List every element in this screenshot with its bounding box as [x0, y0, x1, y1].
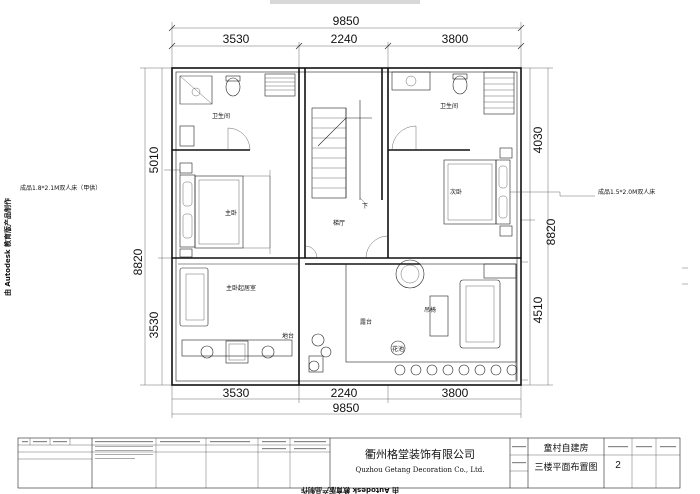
- top-dimension-1: 3530: [223, 32, 250, 46]
- room-label-secondary-bedroom: 次卧: [450, 188, 462, 196]
- master-bed: [179, 162, 271, 258]
- left-bathroom: [179, 73, 296, 151]
- left-dimension-2: 8820: [131, 248, 145, 275]
- side-watermark-bottom: 由 Autodesk 教育版产品制作: [301, 486, 399, 494]
- note-left-bed: 成品1.8*2.1M双人床（甲供）: [20, 184, 101, 192]
- door-arc-lounge: [304, 245, 318, 259]
- top-dimension-2: 2240: [331, 32, 358, 46]
- shower-right-icon: [483, 71, 515, 115]
- top-total-dimension: 9850: [333, 14, 360, 28]
- company-name-cn: 衢州格堂装饰有限公司: [365, 447, 475, 461]
- right-dimension-3: 4510: [531, 296, 545, 323]
- top-dimension-3: 3800: [442, 32, 469, 46]
- note-leader-right: [510, 191, 595, 197]
- swing-chair-icon: [395, 259, 425, 289]
- room-label-plant-bed: 花池: [392, 345, 404, 353]
- bottom-dimension-2: 2240: [331, 386, 358, 400]
- note-leader-left: [164, 169, 181, 175]
- top-cropped-text: [270, 0, 420, 4]
- sheet-number: 2: [615, 460, 621, 471]
- room-label-terrace: 露台: [360, 318, 372, 326]
- outer-walls: [171, 67, 522, 386]
- plant-row-icons: [308, 333, 518, 376]
- bottom-dimension-1: 3530: [223, 386, 250, 400]
- room-label-bath-left: 卫生间: [212, 112, 230, 120]
- note-right-bed: 成品1.5*2.0M双人床: [598, 188, 655, 196]
- top-dimension-lines: [168, 22, 525, 70]
- balcony-edge-right: [515, 261, 528, 381]
- sofa-icon: [179, 267, 209, 327]
- room-label-flower-bed: 地台: [282, 332, 294, 340]
- company-name-en: Quzhou Getang Decoration Co., Ltd.: [355, 466, 484, 474]
- right-dimension-lines: [521, 67, 553, 386]
- room-label-master-bedroom: 主卧: [225, 209, 237, 217]
- title-block-frame: [17, 437, 681, 489]
- terrace-sofa-icon: [459, 279, 501, 349]
- project-name: 童村自建房: [543, 442, 588, 454]
- drawing-title: 三楼平面布置图: [534, 461, 597, 473]
- side-watermark-left: 由 Autodesk 教育版产品制作: [3, 198, 12, 296]
- right-bathroom: [391, 71, 515, 151]
- stair-down-label: 下: [362, 203, 368, 210]
- left-dimension-1: 5010: [147, 146, 161, 173]
- basin-icon: [179, 125, 195, 147]
- title-block-fine-print: [22, 441, 676, 464]
- room-label-master-lounge: 主卧起居室: [226, 284, 256, 292]
- door-arc-stair: [365, 235, 389, 259]
- master-lounge-furniture: [179, 267, 293, 364]
- staircase: [311, 100, 372, 205]
- toilet-right-icon: [452, 75, 468, 95]
- right-dimension-1: 4030: [531, 126, 545, 153]
- toilet-icon: [225, 77, 241, 97]
- right-dimension-2: 8820: [544, 218, 558, 245]
- bottom-dimension-3: 3800: [442, 386, 469, 400]
- bottom-total-dimension: 9850: [333, 401, 360, 415]
- left-dimension-3: 3530: [147, 311, 161, 338]
- shower-tray-icon: [264, 73, 296, 97]
- left-dimension-lines: [140, 67, 172, 386]
- basin-right-icon: [391, 71, 431, 91]
- room-label-bath-right: 卫生间: [440, 102, 458, 110]
- room-label-stair-hall: 梯厅: [333, 219, 345, 227]
- bottom-dimension-lines: [171, 385, 522, 418]
- room-label-swing-chair: 吊椅: [424, 306, 436, 314]
